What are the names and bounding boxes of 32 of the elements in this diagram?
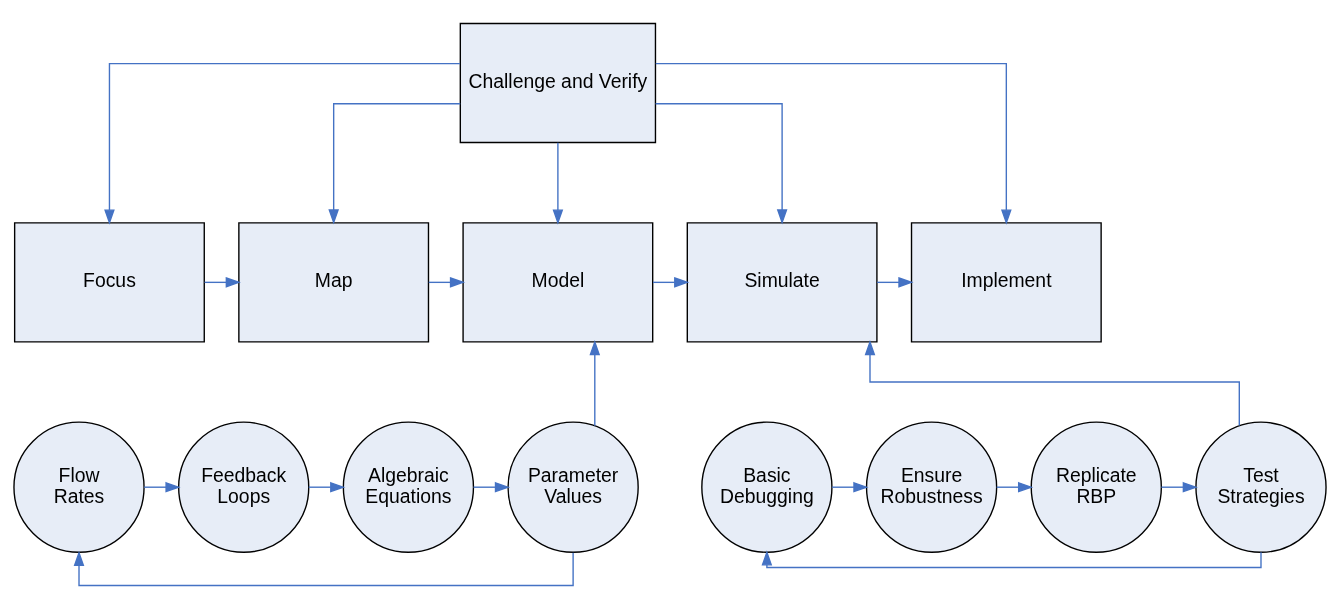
arrow (864, 339, 1240, 427)
node-circle: Basic Debugging (701, 421, 833, 553)
node-box: Model (462, 222, 654, 343)
node-circle: Parameter Values (507, 421, 639, 553)
arrow (654, 103, 788, 225)
arrow (996, 481, 1034, 493)
arrow (1160, 481, 1198, 493)
node-box: Implement (910, 222, 1102, 343)
arrow (876, 277, 914, 288)
arrow (655, 63, 1012, 225)
node-box: Challenge and Verify (459, 22, 657, 144)
arrow (652, 277, 690, 288)
node-box: Map (238, 222, 430, 343)
node-circle: Ensure Robustness (865, 421, 998, 553)
node-box: Focus (13, 222, 205, 343)
arrow (328, 103, 461, 225)
node-circle: Feedback Loops (177, 421, 310, 553)
arrow (203, 277, 241, 288)
node-circle: Algebraic Equations (342, 421, 475, 553)
node-box: Simulate (686, 222, 878, 343)
arrow (472, 481, 511, 493)
arrow (552, 142, 564, 225)
arrow (589, 339, 601, 427)
arrow (831, 481, 869, 493)
node-circle: Test Strategies (1195, 421, 1327, 553)
arrow (104, 63, 461, 225)
arrow (428, 277, 466, 288)
arrow (73, 550, 574, 587)
node-circle: Replicate RBP (1030, 421, 1163, 553)
arrow (143, 481, 181, 493)
arrow (308, 481, 346, 493)
node-circle: Flow Rates (13, 421, 145, 553)
